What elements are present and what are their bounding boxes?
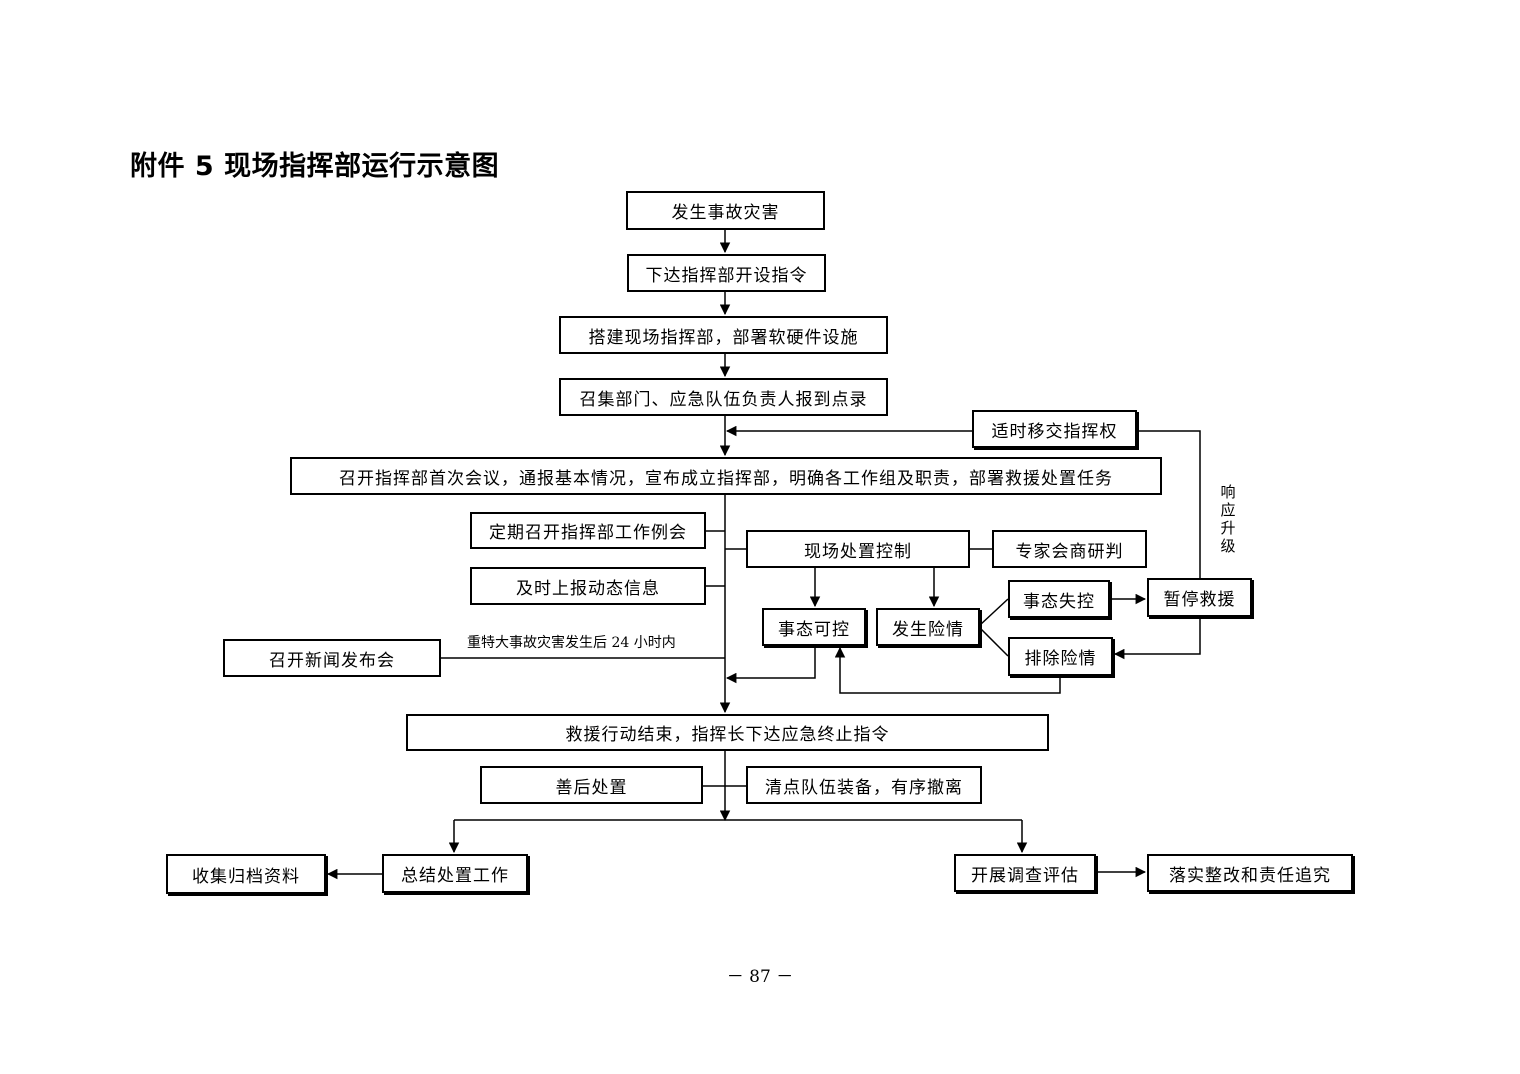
node-suspend: 暂停救援 — [1147, 578, 1252, 617]
node-summary: 总结处置工作 — [382, 854, 528, 893]
node-danger: 发生险情 — [876, 608, 980, 646]
node-rectify: 落实整改和责任追究 — [1147, 854, 1353, 892]
node-transfer: 适时移交指挥权 — [972, 410, 1137, 448]
node-build: 搭建现场指挥部，部署软硬件设施 — [559, 316, 888, 354]
node-eliminate: 排除险情 — [1008, 637, 1113, 676]
node-press: 召开新闻发布会 — [223, 639, 441, 677]
node-report-info: 及时上报动态信息 — [470, 567, 706, 605]
page-title: 附件 5 现场指挥部运行示意图 — [130, 151, 500, 182]
node-aftermath: 善后处置 — [480, 766, 703, 804]
node-order: 下达指挥部开设指令 — [627, 254, 826, 292]
node-controllable: 事态可控 — [762, 608, 866, 646]
node-investigate: 开展调查评估 — [954, 854, 1096, 892]
note-press-condition: 重特大事故灾害发生后 24 小时内 — [467, 635, 676, 651]
note-escalate: 响应升级 — [1220, 483, 1236, 555]
node-out-of-control: 事态失控 — [1008, 580, 1110, 618]
node-first-meeting: 召开指挥部首次会议，通报基本情况，宣布成立指挥部，明确各工作组及职责，部署救援处… — [290, 457, 1162, 495]
page-number: － 87 － — [726, 967, 794, 987]
node-end-rescue: 救援行动结束，指挥长下达应急终止指令 — [406, 714, 1049, 751]
node-onsite-control: 现场处置控制 — [746, 530, 970, 568]
node-archive: 收集归档资料 — [166, 854, 326, 894]
node-occur: 发生事故灾害 — [626, 191, 825, 230]
node-regular-meeting: 定期召开指挥部工作例会 — [470, 512, 706, 549]
node-withdraw: 清点队伍装备，有序撤离 — [746, 766, 982, 804]
node-gather: 召集部门、应急队伍负责人报到点录 — [559, 378, 888, 416]
node-expert: 专家会商研判 — [992, 530, 1147, 568]
